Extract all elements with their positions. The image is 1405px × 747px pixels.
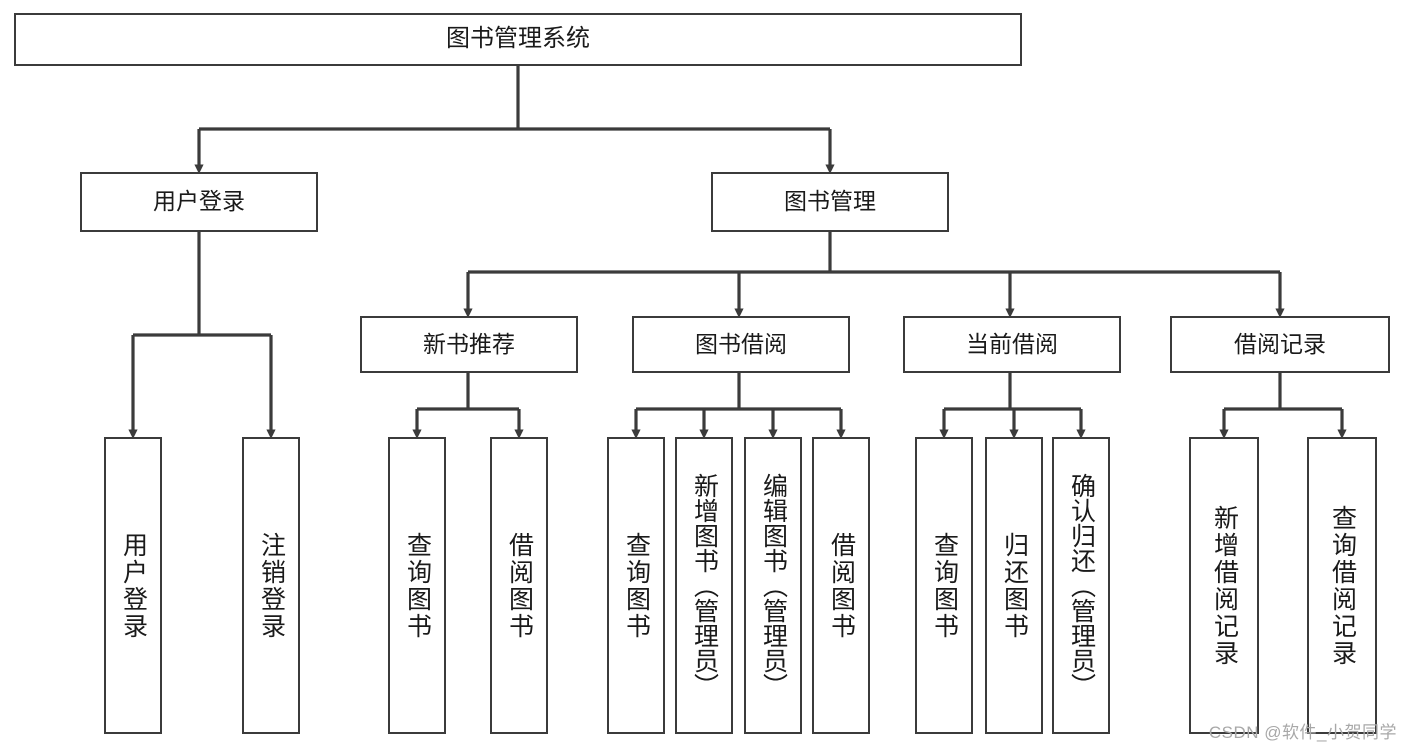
node-borrow-record[interactable]: 借阅记录 — [1170, 316, 1390, 373]
node-label: 确认归还（管理员） — [1067, 473, 1096, 698]
node-label: 用户登录 — [119, 531, 148, 640]
node-new-book-recommend[interactable]: 新书推荐 — [360, 316, 578, 373]
leaf-query-book-recommend[interactable]: 查询图书 — [388, 437, 446, 734]
node-book-manage[interactable]: 图书管理 — [711, 172, 949, 232]
node-user-login[interactable]: 用户登录 — [80, 172, 318, 232]
leaf-borrow-book[interactable]: 借阅图书 — [812, 437, 870, 734]
node-label: 新书推荐 — [423, 330, 515, 357]
node-label: 当前借阅 — [966, 330, 1058, 357]
node-label: 借阅图书 — [505, 531, 534, 640]
leaf-edit-book[interactable]: 编辑图书（管理员） — [744, 437, 802, 734]
node-label: 归还图书 — [1000, 531, 1029, 640]
leaf-logout[interactable]: 注销登录 — [242, 437, 300, 734]
leaf-add-book[interactable]: 新增图书（管理员） — [675, 437, 733, 734]
node-label: 查询借阅记录 — [1328, 504, 1357, 667]
node-label: 借阅图书 — [827, 531, 856, 640]
node-current-borrow[interactable]: 当前借阅 — [903, 316, 1121, 373]
node-label: 注销登录 — [257, 531, 286, 640]
leaf-return-book[interactable]: 归还图书 — [985, 437, 1043, 734]
leaf-add-borrow-record[interactable]: 新增借阅记录 — [1189, 437, 1259, 734]
node-label: 查询图书 — [622, 531, 651, 640]
node-label: 图书管理系统 — [446, 25, 590, 53]
watermark: CSDN @软件_小贺同学 — [1208, 723, 1397, 742]
leaf-borrow-book-recommend[interactable]: 借阅图书 — [490, 437, 548, 734]
leaf-query-borrow-record[interactable]: 查询借阅记录 — [1307, 437, 1377, 734]
node-label: 用户登录 — [153, 188, 245, 215]
node-label: 查询图书 — [930, 531, 959, 640]
node-label: 编辑图书（管理员） — [759, 473, 788, 698]
leaf-query-book-current[interactable]: 查询图书 — [915, 437, 973, 734]
leaf-user-login[interactable]: 用户登录 — [104, 437, 162, 734]
node-label: 图书管理 — [784, 188, 876, 215]
leaf-query-book-borrow[interactable]: 查询图书 — [607, 437, 665, 734]
leaf-confirm-return[interactable]: 确认归还（管理员） — [1052, 437, 1110, 734]
node-book-borrow[interactable]: 图书借阅 — [632, 316, 850, 373]
node-label: 图书借阅 — [695, 330, 787, 357]
node-label: 借阅记录 — [1234, 330, 1326, 357]
node-label: 新增借阅记录 — [1210, 504, 1239, 667]
node-label: 查询图书 — [403, 531, 432, 640]
node-label: 新增图书（管理员） — [690, 473, 719, 698]
node-root-system[interactable]: 图书管理系统 — [14, 13, 1022, 66]
